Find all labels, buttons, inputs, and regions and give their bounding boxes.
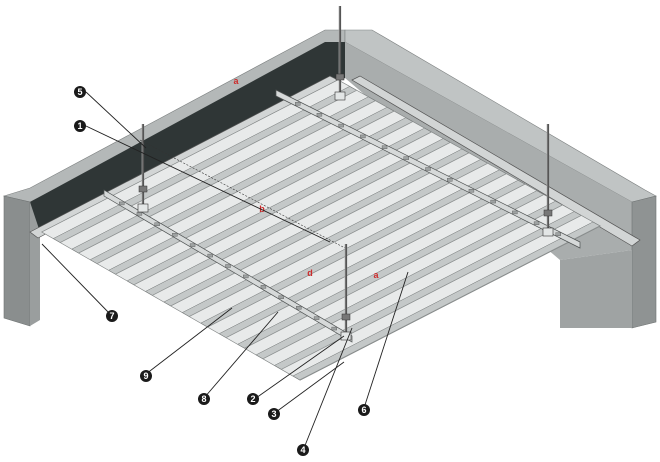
dim-label-b: b: [259, 204, 265, 214]
callout-5-label: 5: [77, 87, 82, 97]
dim-label-a-top: a: [233, 76, 239, 86]
left-wall-inner-face: [30, 42, 345, 232]
callout-2-label: 2: [250, 394, 255, 404]
carrier-rail: [275, 89, 581, 249]
callout-7-label: 7: [109, 311, 114, 321]
dim-label-d: d: [307, 268, 313, 278]
leader-5: [85, 91, 147, 149]
dim-label-a-right: a: [373, 270, 379, 280]
carrier-rail: [103, 189, 353, 343]
linear-panel: [281, 215, 601, 381]
callout-4-label: 4: [300, 445, 305, 455]
callout-6-label: 6: [361, 405, 366, 415]
callout-7: 7: [106, 310, 118, 322]
callout-3-label: 3: [271, 409, 276, 419]
leader-9: [145, 307, 233, 375]
callout-3: 3: [268, 408, 280, 420]
hanger-rod: [340, 244, 352, 341]
callout-9: 9: [140, 370, 152, 382]
hanger-rod: [542, 124, 554, 237]
leader-4: [303, 327, 353, 449]
left-wall-front-face: [3, 195, 31, 327]
callout-2: 2: [247, 393, 259, 405]
leader-1: [85, 125, 331, 243]
dimension-markers: a b d a: [139, 76, 379, 280]
callout-8: 8: [198, 393, 210, 405]
callout-6: 6: [358, 404, 370, 416]
callout-8-label: 8: [201, 394, 206, 404]
leader-8: [203, 311, 279, 399]
right-wall-front-face: [631, 195, 657, 329]
right-wall-lower: [560, 250, 632, 328]
leader-7: [41, 243, 111, 315]
callout-1: 1: [74, 120, 86, 132]
hanger-rods: [137, 6, 554, 341]
callout-4: 4: [297, 444, 309, 456]
linear-panel: [225, 184, 545, 349]
hanger-rod: [137, 124, 149, 213]
callout-1-label: 1: [77, 121, 82, 131]
leader-3: [275, 361, 345, 413]
leader-6: [363, 271, 409, 409]
leader-lines: [41, 91, 409, 449]
callout-5: 5: [74, 86, 86, 98]
carrier-rails: [103, 89, 581, 343]
hanger-rod: [334, 6, 346, 101]
leader-2: [255, 335, 345, 399]
dim-line-b: [139, 139, 346, 249]
right-wall-angle: [351, 75, 641, 247]
numbered-callouts: 5 1 7 9 8 2 3 4: [74, 86, 370, 456]
callout-9-label: 9: [143, 371, 148, 381]
